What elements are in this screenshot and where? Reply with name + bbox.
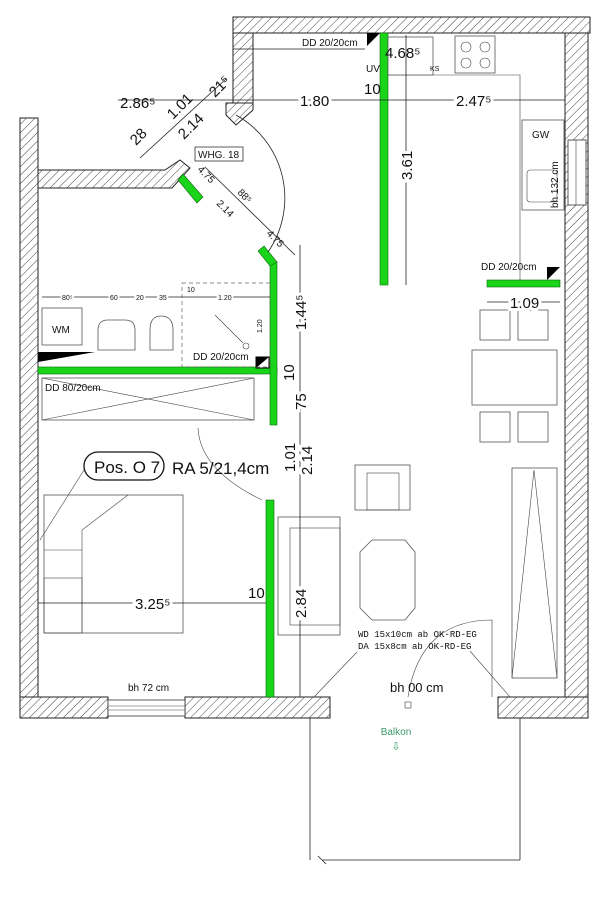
dim-180: 1.80	[300, 93, 329, 110]
ra-label: RA 5/21,4cm	[172, 459, 269, 478]
position-label: Pos. O 7	[94, 458, 160, 477]
dining	[471, 309, 558, 443]
new-walls	[37, 32, 561, 698]
dim-214b: 2.14	[214, 198, 236, 220]
dim-28: 28	[127, 125, 151, 149]
living	[277, 464, 558, 679]
dim-361: 3.61	[399, 151, 416, 180]
dd-bath-label: DD 20/20cm	[193, 352, 249, 363]
labels: DD 20/20cm UV KS GW bh 132 cm DD 20/20cm…	[39, 38, 561, 698]
dim-885: 88⁵	[235, 187, 254, 206]
dim-101b: 1.01	[282, 443, 299, 472]
window-bed-label: bh 72 cm	[128, 683, 169, 694]
unit-label: WHG. 18	[198, 150, 240, 161]
dim-10a: 10	[364, 81, 381, 98]
wd-label: WD 15x10cm ab OK-RD-EG	[358, 630, 477, 640]
dd-kitchen-label: DD 20/20cm	[481, 262, 537, 273]
stove	[454, 35, 496, 74]
dim-215: 21⁵	[206, 73, 234, 101]
balcony-label: Balkon	[381, 727, 412, 738]
duct-markers	[38, 33, 560, 369]
kitchen	[387, 35, 565, 280]
balcony: Balkon ⇩	[309, 718, 521, 865]
dd-storage-label: DD 80/20cm	[45, 383, 101, 394]
dim-475b: 4.75	[264, 228, 286, 250]
wm-label: WM	[52, 325, 70, 336]
dim-214c: 2.14	[299, 446, 316, 475]
dim-75: 75	[293, 393, 310, 410]
dim-109: 1.09	[510, 295, 539, 312]
dimension-values: 4.68⁵ 2.86⁵ 1.01 2.14 21⁵ 28 1.80 10 2.4…	[60, 45, 542, 621]
windows	[107, 139, 587, 717]
bathroom	[41, 282, 271, 421]
dim-805: 80⁵	[62, 295, 73, 302]
dim-10b: 10	[187, 287, 195, 294]
dim-1445: 1.44⁵	[293, 295, 310, 330]
dim-3255: 3.25⁵	[135, 596, 170, 613]
bedroom	[43, 494, 184, 634]
dim-4685: 4.68⁵	[385, 45, 420, 62]
dd-top-label: DD 20/20cm	[302, 38, 358, 49]
dim-2475: 2.47⁵	[456, 93, 491, 110]
balcony-arrow-icon: ⇩	[391, 741, 400, 753]
dim-20: 20	[136, 295, 144, 302]
da-label: DA 15x8cm ab OK-RD-EG	[358, 642, 471, 652]
dim-10d: 10	[248, 585, 265, 602]
door-balcony-label: bh 00 cm	[390, 680, 443, 695]
dim-284: 2.84	[293, 589, 310, 618]
dim-120b: 1.20	[257, 319, 264, 333]
doors	[197, 114, 493, 709]
dim-60: 60	[110, 295, 118, 302]
dim-475a: 4.75	[195, 164, 217, 186]
dim-10c: 10	[281, 364, 298, 381]
gw-label: GW	[532, 130, 550, 141]
dim-35: 35	[159, 295, 167, 302]
window-kitchen-label: bh 132 cm	[550, 161, 561, 208]
ks-label: KS	[430, 66, 440, 73]
dimension-lines	[38, 35, 565, 697]
dim-120a: 1.20	[218, 295, 232, 302]
uv-label: UV	[366, 64, 380, 75]
dim-2865: 2.86⁵	[120, 95, 155, 112]
